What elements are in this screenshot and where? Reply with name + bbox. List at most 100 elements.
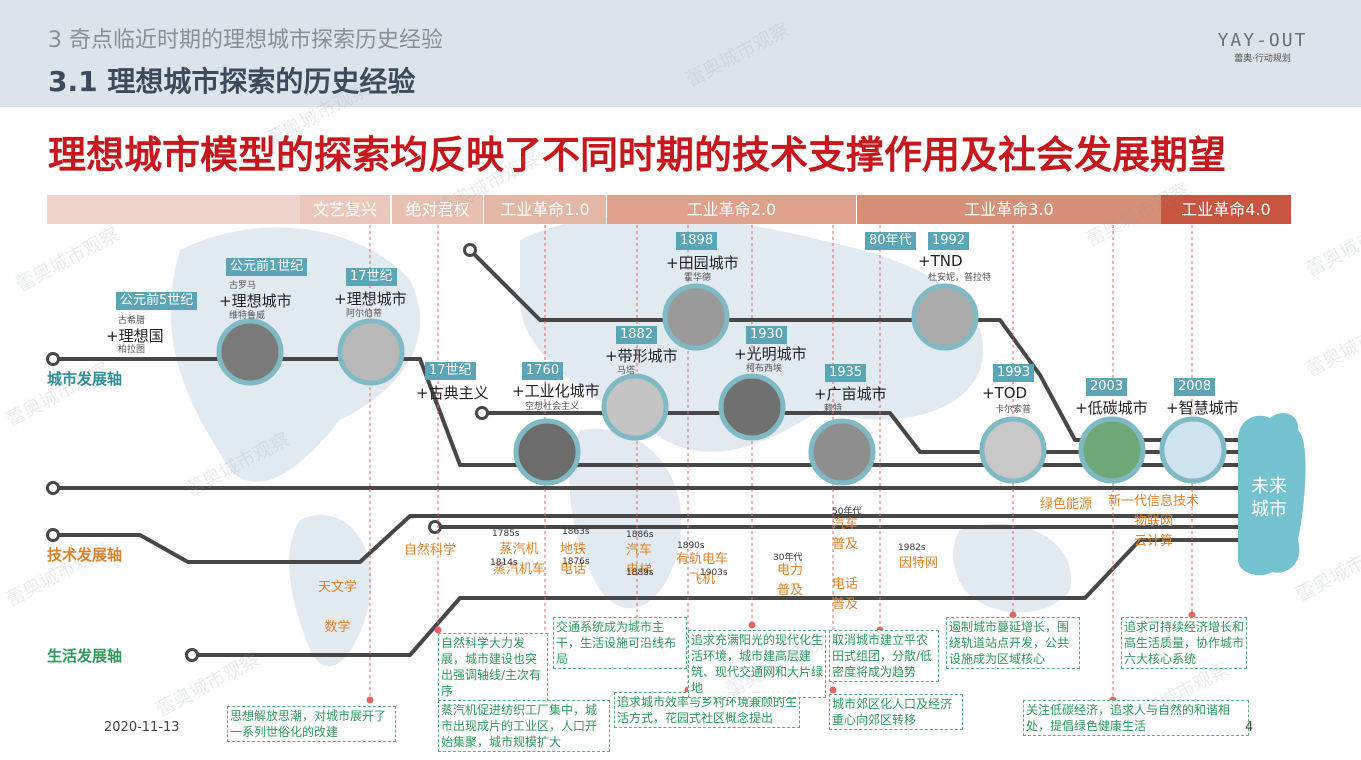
life-box: 交通系统成为城市主干，生活设施可沿线布局 [553, 617, 687, 669]
city-model-author: 霍华德 [684, 273, 712, 283]
headline: 理想城市模型的探索均反映了不同时期的技术支撑作用及社会发展期望 [48, 133, 1227, 177]
tech-date: 1814s [490, 558, 518, 568]
tech-date: 1889s [626, 568, 654, 578]
city-model-author: 阿尔伯蒂 [346, 309, 383, 319]
city-model-title: +光明城市 [734, 345, 807, 363]
city-model-title: +理想国 [106, 327, 164, 345]
city-model-author: 柏拉图 [118, 345, 146, 355]
tech-line: 电梯 [626, 563, 653, 578]
city-model-title: +TOD [982, 384, 1028, 402]
era-segment: 工业革命1.0 [484, 195, 606, 224]
tech-item: 汽车普及 电话普及 [832, 515, 858, 615]
subsection-title: 3.1 理想城市探索的历史经验 [48, 65, 416, 98]
year-badge: 2008 [1174, 378, 1216, 396]
logo-mark: YAY-OUT [1217, 30, 1308, 51]
city-model-title: +理想城市 [219, 292, 292, 310]
city-model-author: 马塔 [617, 366, 636, 376]
tech-line: 汽车 [832, 517, 859, 532]
year-badge: 17世纪 [425, 362, 476, 380]
tech-item: 自然科学 [404, 541, 456, 561]
city-model-author: 卡尔索普 [995, 405, 1032, 415]
header-band: 3 奇点临近时期的理想城市探索历史经验 3.1 理想城市探索的历史经验 YAY-… [0, 0, 1361, 107]
city-model-title: +古典主义 [416, 384, 489, 402]
tech-date: 1903s [700, 568, 728, 578]
tech-line: 绿色能源 [1040, 497, 1093, 512]
tech-date: 30年代 [773, 553, 803, 563]
year-badge: 1930 [746, 326, 788, 344]
city-model-place: 古希腊 [118, 316, 146, 326]
city-model-author: 维特鲁威 [229, 311, 266, 321]
era-segment: 工业革命2.0 [607, 195, 856, 224]
life-box: 遏制城市蔓延增长，围绕轨道站点开发，公共设施成为区域核心 [946, 617, 1080, 669]
tech-line: 飞机 [689, 572, 716, 587]
tech-line: 有轨电车 [676, 552, 729, 567]
city-model-author: 空想社会主义 [525, 402, 580, 412]
tech-line: 普及 [777, 583, 804, 598]
tech-line: 云计算 [1134, 534, 1174, 549]
era-segment: 绝对君权 [392, 195, 483, 224]
footer-date: 2020-11-13 [104, 720, 180, 735]
city-model-title: +智慧城市 [1166, 399, 1239, 417]
tech-line: 因特网 [899, 556, 939, 571]
section-title: 3 奇点临近时期的理想城市探索历史经验 [48, 28, 443, 53]
tech-line: 新一代信息技术 [1108, 494, 1200, 509]
tech-line: 普及 [832, 537, 859, 552]
life-axis-label: 生活发展轴 [47, 647, 123, 665]
tech-line: 汽车 [626, 543, 653, 558]
tech-line: 自然科学 [404, 543, 457, 558]
tech-line: 天文学 [318, 580, 358, 595]
city-model-title: +低碳城市 [1075, 399, 1148, 417]
tech-line [318, 598, 357, 618]
tech-line: 物联网 [1134, 514, 1174, 529]
tech-line: 电力 [777, 563, 804, 578]
tech-axis-label: 技术发展轴 [47, 546, 123, 564]
tech-line: 普及 [832, 597, 859, 612]
era-segment: 工业革命4.0 [1161, 195, 1291, 224]
page-number: 4 [1245, 720, 1254, 735]
tech-item: 绿色能源 [1040, 495, 1092, 515]
era-segment: 文艺复兴 [300, 195, 390, 224]
city-model-title: +田园城市 [666, 254, 739, 272]
year-badge: 1760 [522, 362, 564, 380]
tech-date: 1876s [562, 557, 590, 567]
city-model-title: +广亩城市 [814, 385, 887, 403]
year-badge: 80年代 [865, 232, 916, 250]
year-badge: 1898 [676, 232, 718, 250]
tech-line: 蒸汽机车 [493, 562, 546, 577]
tech-item: 电力普及 [777, 561, 803, 601]
city-model-place: 古罗马 [229, 281, 257, 291]
life-box: 蒸汽机促进纺织工厂集中，城市出现成片的工业区，人口开始集聚，城市规模扩大 [438, 700, 610, 752]
year-badge: 公元前1世纪 [226, 258, 308, 276]
year-badge: 1882 [616, 326, 658, 344]
city-model-author: 柯布西埃 [746, 364, 783, 374]
year-badge: 1993 [993, 364, 1035, 382]
city-model-author: 杜安妮，普拉特 [928, 273, 992, 283]
life-box: 思想解放思潮，对城市展开了一系列世俗化的改建 [227, 706, 396, 742]
tech-item: 地铁电话 [560, 540, 586, 580]
tech-item: 有轨电车飞机 [676, 550, 728, 590]
city-model-title: +理想城市 [334, 290, 407, 308]
future-city-label: 未来城市 [1251, 476, 1287, 520]
city-model-author: 赖特 [824, 404, 843, 414]
life-box: 关注低碳经济，追求人与自然的和谐相处，提倡绿色健康生活 [1023, 700, 1249, 736]
tech-date: 1982s [898, 543, 926, 553]
tech-line [832, 555, 858, 575]
tech-item: 因特网 [899, 554, 938, 574]
life-box: 追求充满阳光的现代化生活环境，城市建高层建筑、现代交通网和大片绿地 [688, 630, 826, 698]
life-box: 自然科学大力发展，城市建设也突出强调轴线/主次有序 [438, 633, 548, 701]
city-model-title: +TND [918, 252, 963, 270]
tech-line: 电话 [832, 577, 859, 592]
life-box: 城市郊区化人口及经济重心向郊区转移 [829, 694, 963, 730]
tech-item: 天文学 数学 [318, 578, 357, 638]
life-box: 取消城市建立平农田式组团，分散/低密度将成为趋势 [829, 630, 939, 682]
city-model-title: +带形城市 [605, 347, 678, 365]
year-badge: 公元前5世纪 [116, 292, 198, 310]
year-badge: 2003 [1086, 378, 1128, 396]
tech-line: 地铁 [560, 542, 587, 557]
tech-date: 1863s [562, 527, 590, 537]
life-box: 追求可持续经济增长和高生活质量，协作城市六大核心系统 [1121, 617, 1247, 669]
life-box: 追求城市效率与乡村环境兼顾的生活方式，花园式社区概念提出 [614, 692, 800, 728]
year-badge: 1992 [928, 232, 970, 250]
tech-item: 新一代信息技术物联网云计算 [1108, 492, 1199, 552]
